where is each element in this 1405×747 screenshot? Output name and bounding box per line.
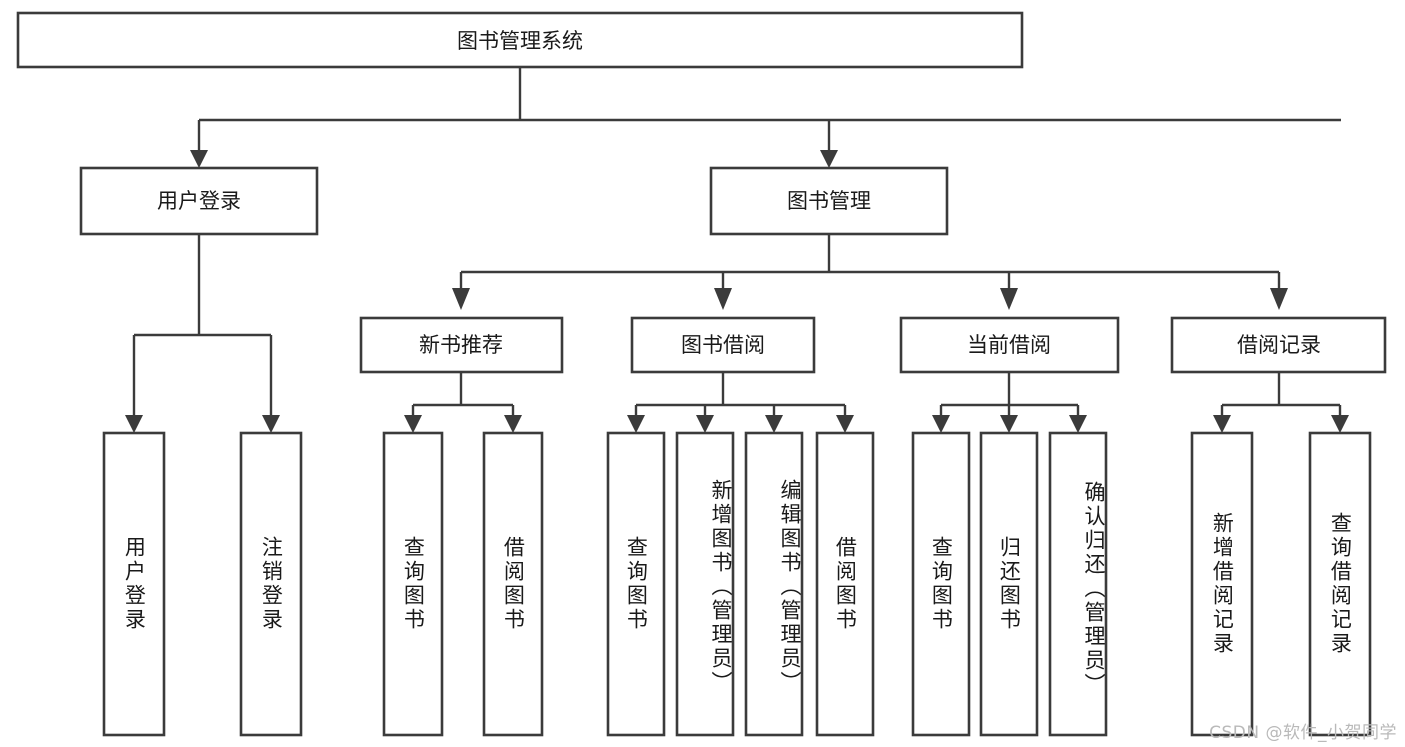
leaf-box-query-book-borrow[interactable] (606, 431, 666, 737)
node-root-box[interactable] (16, 11, 1024, 69)
connector-root-to-level2 (190, 67, 1341, 168)
node-book-manage-label: 图书管理 (787, 189, 871, 213)
node-current-borrow-box[interactable] (899, 316, 1120, 374)
arrow-head-icon (820, 150, 838, 168)
leaf-box-add-book-admin[interactable] (675, 431, 735, 737)
arrow-head-icon (1213, 415, 1231, 433)
node-book-borrow-label: 图书借阅 (681, 333, 765, 357)
arrow-head-icon (404, 415, 422, 433)
arrow-head-icon (1270, 288, 1288, 310)
connector-borrow-record-to-leaves (1213, 372, 1349, 433)
node-root-label: 图书管理系统 (457, 29, 583, 53)
node-current-borrow-label: 当前借阅 (967, 333, 1051, 357)
connector-book-manage-to-level3 (452, 234, 1288, 310)
leaf-box-query-borrow-record[interactable] (1308, 431, 1372, 737)
arrow-head-icon (125, 415, 143, 433)
leaf-box-confirm-return-admin[interactable] (1048, 431, 1108, 737)
leaf-box-query-book-recommend[interactable] (382, 431, 444, 737)
arrow-head-icon (1000, 415, 1018, 433)
arrow-head-icon (765, 415, 783, 433)
node-new-book-recommend-box[interactable] (359, 316, 564, 374)
arrow-head-icon (1069, 415, 1087, 433)
node-borrow-record-label: 借阅记录 (1237, 333, 1321, 357)
leaf-box-return-book[interactable] (979, 431, 1039, 737)
arrow-head-icon (190, 150, 208, 168)
watermark-text: CSDN @软件_小贺同学 (1209, 723, 1397, 743)
arrow-head-icon (696, 415, 714, 433)
leaf-box-query-book-current[interactable] (911, 431, 971, 737)
node-user-login-box[interactable] (79, 166, 319, 236)
node-user-login-label: 用户登录 (157, 189, 241, 213)
connector-user-login-to-leaves (125, 234, 280, 433)
leaf-box-user-logout[interactable] (239, 431, 303, 737)
arrow-head-icon (1000, 288, 1018, 310)
connector-book-borrow-to-leaves (627, 372, 854, 433)
leaf-box-user-login[interactable] (102, 431, 166, 737)
leaf-box-borrow-book[interactable] (815, 431, 875, 737)
connector-new-book-recommend-to-leaves (404, 372, 522, 433)
arrow-head-icon (627, 415, 645, 433)
arrow-head-icon (932, 415, 950, 433)
arrow-head-icon (714, 288, 732, 310)
connector-current-borrow-to-leaves (932, 372, 1087, 433)
arrow-head-icon (504, 415, 522, 433)
arrow-head-icon (452, 288, 470, 310)
leaf-box-edit-book-admin[interactable] (744, 431, 804, 737)
arrow-head-icon (836, 415, 854, 433)
node-new-book-recommend-label: 新书推荐 (419, 333, 503, 357)
arrow-head-icon (262, 415, 280, 433)
leaf-box-borrow-book-recommend[interactable] (482, 431, 544, 737)
arrow-head-icon (1331, 415, 1349, 433)
leaf-box-add-borrow-record[interactable] (1190, 431, 1254, 737)
